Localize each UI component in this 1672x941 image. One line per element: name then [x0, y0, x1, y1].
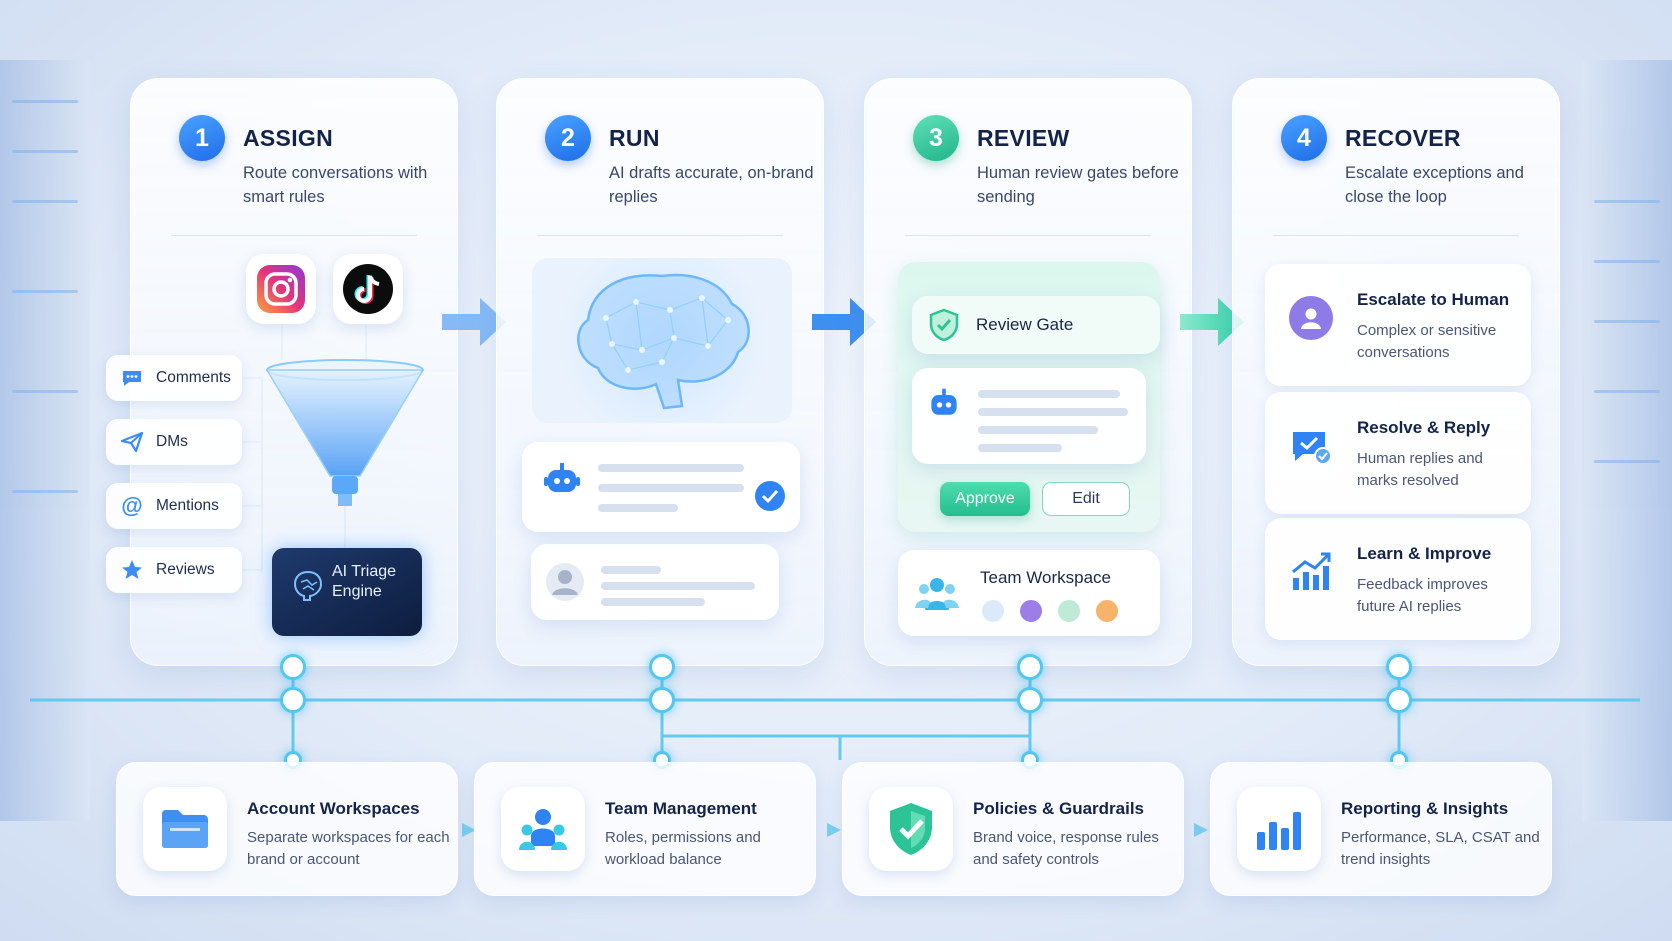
foundation-desc: Brand voice, response rules and safety c…: [973, 829, 1159, 868]
triage-label-line2: Engine: [332, 583, 382, 600]
team-icon: [501, 787, 585, 871]
comment-icon: [120, 366, 144, 390]
arrow-right-icon: [442, 298, 506, 346]
step-description: Human review gates before sending: [977, 164, 1179, 206]
timeline-node: [1017, 687, 1043, 713]
step-description: Escalate exceptions and close the loop: [1345, 164, 1524, 206]
timeline-node: [1017, 654, 1043, 680]
recover-item-title: Resolve & Reply: [1357, 418, 1491, 437]
tiktok-icon[interactable]: [333, 254, 403, 324]
recover-item-escalate[interactable]: Escalate to Human Complex or sensitive c…: [1265, 264, 1531, 386]
step-number: 3: [913, 115, 959, 161]
shield-check-icon: [928, 308, 960, 347]
recover-item-learn[interactable]: Learn & Improve Feedback improves future…: [1265, 518, 1531, 640]
bar-chart-icon: [1237, 787, 1321, 871]
divider: [171, 235, 417, 236]
timeline-node: [1386, 687, 1412, 713]
timeline-node: [649, 687, 675, 713]
channel-chip-mentions[interactable]: @ Mentions: [106, 483, 242, 529]
edit-button[interactable]: Edit: [1042, 482, 1130, 516]
approve-button[interactable]: Approve: [940, 482, 1030, 516]
step-title: REVIEW: [977, 125, 1070, 151]
timeline-node: [280, 687, 306, 713]
star-icon: [120, 558, 144, 582]
foundation-card-team-management[interactable]: Team Management Roles, permissions and w…: [474, 762, 816, 896]
foundation-title: Policies & Guardrails: [973, 799, 1145, 818]
avatar: [1094, 598, 1120, 624]
foundation-title: Reporting & Insights: [1341, 799, 1509, 818]
instagram-icon[interactable]: [246, 254, 316, 324]
recover-item-desc: Complex or sensitive conversations: [1357, 322, 1497, 361]
human-message-card[interactable]: [531, 544, 779, 620]
step-title: RUN: [609, 125, 660, 151]
folder-icon: [143, 787, 227, 871]
team-workspace-card[interactable]: Team Workspace: [898, 550, 1160, 636]
step-description: Route conversations with smart rules: [243, 164, 428, 206]
chart-up-icon: [1289, 550, 1333, 594]
background-server-left: [0, 60, 90, 821]
recover-item-desc: Human replies and marks resolved: [1357, 450, 1483, 489]
background-server-right: [1582, 60, 1672, 821]
channel-chip-comments[interactable]: Comments: [106, 355, 242, 401]
user-avatar-icon: [545, 562, 585, 607]
review-gate-header: Review Gate: [912, 296, 1160, 354]
foundation-card-reporting-insights[interactable]: Reporting & Insights Performance, SLA, C…: [1210, 762, 1552, 896]
channel-label: Comments: [156, 369, 231, 386]
step-number: 2: [545, 115, 591, 161]
foundation-desc: Roles, permissions and workload balance: [605, 829, 761, 868]
avatar: [980, 598, 1006, 624]
arrow-right-icon: [1180, 298, 1244, 346]
avatar: [1056, 598, 1082, 624]
robot-icon: [926, 386, 962, 427]
recover-item-resolve[interactable]: Resolve & Reply Human replies and marks …: [1265, 392, 1531, 514]
foundation-title: Team Management: [605, 799, 757, 818]
channel-chip-reviews[interactable]: Reviews: [106, 547, 242, 593]
draft-preview-card: [912, 368, 1146, 464]
divider: [1273, 235, 1519, 236]
brain-icon: [577, 273, 750, 410]
brain-visual: [532, 258, 792, 423]
at-sign-icon: @: [121, 493, 143, 518]
arrow-right-icon: [812, 298, 876, 346]
foundation-title: Account Workspaces: [247, 799, 420, 818]
step-title: RECOVER: [1345, 125, 1461, 151]
check-circle-icon: [754, 480, 786, 517]
send-icon: [120, 430, 144, 454]
timeline-node: [280, 654, 306, 680]
ai-draft-card[interactable]: [522, 442, 800, 532]
channel-chip-dms[interactable]: DMs: [106, 419, 242, 465]
divider: [537, 235, 783, 236]
foundation-card-policies-guardrails[interactable]: Policies & Guardrails Brand voice, respo…: [842, 762, 1184, 896]
shield-check-icon: [869, 787, 953, 871]
foundation-desc: Separate workspaces for each brand or ac…: [247, 829, 450, 868]
step-description: AI drafts accurate, on-brand replies: [609, 164, 814, 206]
triage-label-line1: AI Triage: [332, 563, 397, 580]
avatar: [1018, 598, 1044, 624]
timeline-node: [649, 654, 675, 680]
recover-item-title: Learn & Improve: [1357, 544, 1492, 563]
divider: [905, 235, 1151, 236]
step-number: 1: [179, 115, 225, 161]
recover-item-title: Escalate to Human: [1357, 290, 1510, 309]
ai-triage-engine[interactable]: AI Triage Engine: [272, 548, 422, 636]
chat-check-icon: [1289, 424, 1333, 468]
timeline-node: [1386, 654, 1412, 680]
step-title: ASSIGN: [243, 125, 333, 151]
channel-label: Reviews: [156, 561, 215, 578]
channel-label: Mentions: [156, 497, 219, 514]
robot-icon: [542, 460, 582, 505]
team-icon: [914, 574, 960, 619]
review-gate-label: Review Gate: [976, 315, 1074, 334]
brain-icon: [290, 568, 326, 610]
funnel-icon: [265, 359, 425, 506]
team-workspace-label: Team Workspace: [980, 568, 1112, 587]
channel-label: DMs: [156, 433, 188, 450]
foundation-card-account-workspaces[interactable]: Account Workspaces Separate workspaces f…: [116, 762, 458, 896]
user-icon: [1289, 296, 1333, 340]
step-number: 4: [1281, 115, 1327, 161]
foundation-desc: Performance, SLA, CSAT and trend insight…: [1341, 829, 1540, 868]
recover-item-desc: Feedback improves future AI replies: [1357, 576, 1488, 615]
